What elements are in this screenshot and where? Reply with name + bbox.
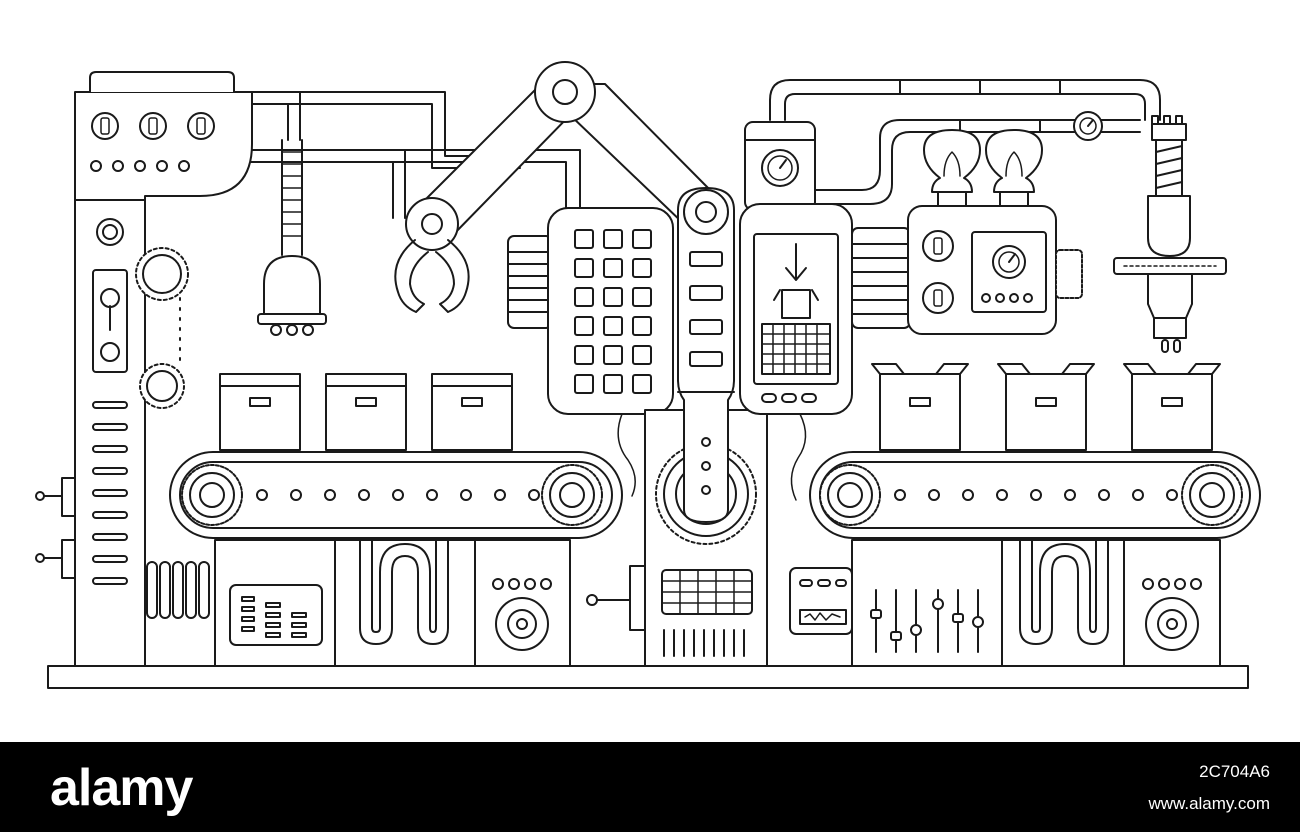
pipes (229, 79, 1161, 219)
watermark-bar: alamy 2C704A6 www.alamy.com (0, 742, 1300, 832)
bulb-machine (907, 129, 1083, 335)
image-id-label: 2C704A6 (1199, 762, 1270, 781)
vertical-arm (677, 187, 735, 523)
box-open (1131, 373, 1213, 451)
right-coil-connector (851, 227, 911, 329)
side-control-box (789, 567, 853, 635)
box-open (879, 373, 961, 451)
factory-illustration (35, 61, 1261, 689)
left-control-tower (35, 71, 253, 667)
gauge-box-top (744, 121, 816, 211)
left-conveyor (169, 373, 623, 539)
display-panel (739, 203, 853, 415)
right-base-modules (851, 539, 1221, 667)
press-dispenser (1113, 115, 1227, 353)
left-base-modules (214, 539, 571, 667)
left-coil-connector (507, 235, 553, 329)
right-conveyor (809, 363, 1261, 539)
site-url-label: www.alamy.com (1148, 794, 1270, 813)
box-open (1005, 373, 1087, 451)
button-panel (547, 207, 674, 415)
floor-platform (47, 665, 1249, 689)
wires (617, 413, 807, 501)
hanging-plug (257, 139, 327, 336)
center-base-details (586, 565, 753, 657)
robot-arm (394, 61, 721, 313)
brand-logo: alamy (50, 759, 193, 817)
